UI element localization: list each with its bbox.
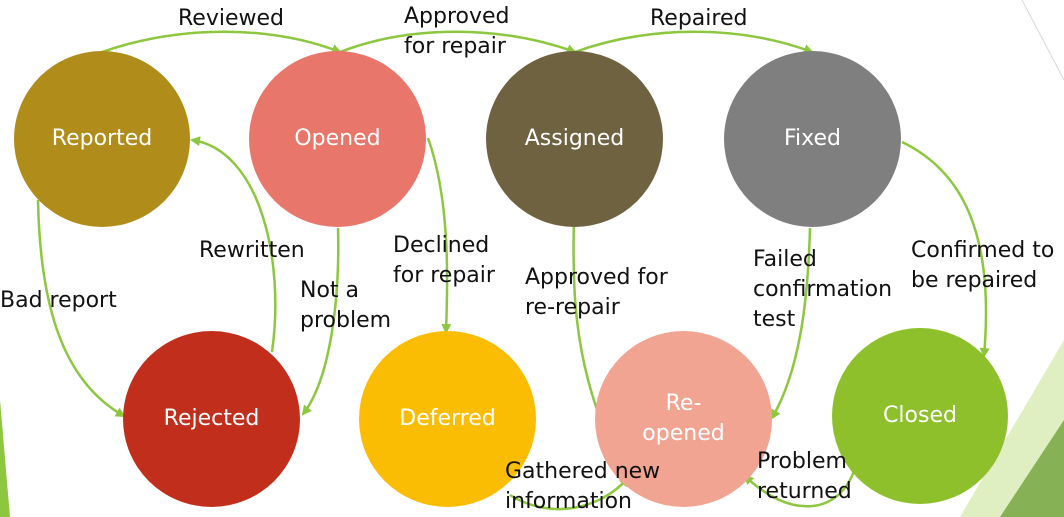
edge-label-problem-returned: Problem returned xyxy=(757,449,852,504)
node-reopened: Re- opened xyxy=(595,331,772,507)
node-opened: Opened xyxy=(249,51,426,227)
edge-confirmed-to-be-repaired xyxy=(901,140,990,358)
edge-label-gathered-new-information: Gathered new information xyxy=(505,459,661,514)
edge-not-a-problem xyxy=(301,227,340,416)
accent-line xyxy=(1021,0,1064,81)
edge-declined-for-repair xyxy=(426,137,452,334)
edge-label-rewritten: Rewritten xyxy=(199,238,305,263)
edge-label-not-a-problem: Not a problem xyxy=(300,278,392,333)
edge-bad-report xyxy=(36,199,126,418)
edge-label-repaired: Repaired xyxy=(650,6,748,31)
edge-label-bad-report: Bad report xyxy=(0,288,117,313)
edge-problem-returned xyxy=(743,467,857,508)
node-fixed: Fixed xyxy=(724,51,901,227)
edge-label-reviewed: Reviewed xyxy=(178,6,284,31)
node-rejected: Rejected xyxy=(123,331,300,507)
node-reported: Reported xyxy=(14,51,190,227)
edge-repaired xyxy=(574,30,814,54)
edge-rewritten xyxy=(190,136,277,353)
edge-approved-for-rerepair xyxy=(568,215,602,419)
edge-label-failed-confirmation-test: Failed confirmation test xyxy=(753,247,893,332)
edge-reviewed xyxy=(101,30,342,54)
edge-label-approved-for-repair: Approved for repair xyxy=(404,4,510,59)
edge-label-confirmed-to-be-repaired: Confirmed to be repaired xyxy=(911,238,1055,293)
edge-label-approved-for-rerepair: Approved for re-repair xyxy=(525,265,668,320)
node-deferred: Deferred xyxy=(359,331,536,507)
edge-gathered-new-information xyxy=(509,476,630,511)
accent-stripe-dark xyxy=(1000,420,1064,517)
edge-label-declined-for-repair: Declined for repair xyxy=(393,233,495,288)
node-assigned: Assigned xyxy=(486,51,663,227)
edge-failed-confirmation-test xyxy=(770,227,812,420)
accent-left-bar xyxy=(0,400,10,517)
node-closed: Closed xyxy=(832,328,1008,504)
edge-approved-for-repair xyxy=(339,30,577,54)
